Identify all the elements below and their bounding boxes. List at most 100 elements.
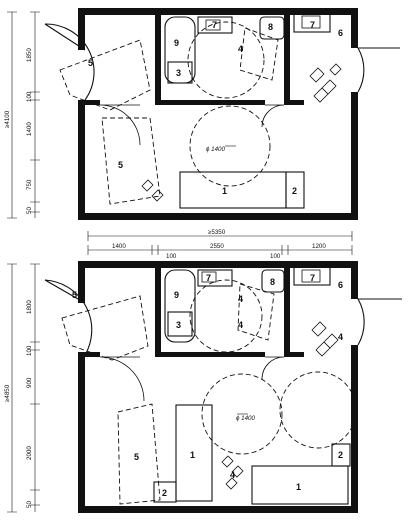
bottom-plan-turning-circle [201, 373, 283, 455]
top-plan: 9 3 7 8 4 7 6 5 5 1 2 ϕ 1400 1850 100 14… [4, 8, 400, 220]
bottom-plan-partition-a [155, 261, 161, 357]
bottom-plan-bench-mid [175, 404, 213, 502]
bottom-plan-partition-e [284, 352, 304, 357]
bottom-dim-1800: 1800 [26, 300, 33, 314]
bottom-label-bathtub: 9 [174, 290, 179, 300]
top-plan-west-wall-upper [78, 8, 85, 50]
top-plan-bath-circle [187, 21, 265, 99]
bottom-dim-top-2550: 2550 [210, 243, 224, 250]
top-label-circle: ϕ 1400 [206, 146, 225, 153]
bottom-dim-top-1400: 1400 [112, 243, 126, 250]
top-label-basin: 8 [268, 22, 273, 32]
bottom-plan-west-wall-upper [78, 261, 85, 303]
top-plan-partition-a [155, 8, 161, 100]
bottom-plan-wheelchair-mid [117, 403, 161, 505]
bottom-label-seat-c: 4 [230, 470, 235, 480]
bottom-plan-bath-circle [189, 279, 263, 353]
top-plan-west-wall-lower [78, 100, 85, 220]
top-label-door: 6 [338, 28, 343, 38]
top-plan-east-wall-lower [351, 92, 358, 220]
top-label-wheelchair-mid: 5 [118, 160, 123, 170]
bottom-label-right-seat: 4 [338, 332, 343, 342]
top-plan-wheelchair-left [59, 39, 151, 111]
bottom-plan-chair-small [221, 455, 244, 490]
bottom-plan-partition-b [78, 352, 100, 357]
top-dim-ticks [7, 11, 40, 219]
top-plan-east-wall-upper [351, 8, 358, 48]
bottom-dim-top-100b: 100 [270, 253, 281, 260]
bottom-label-bench-right-small: 2 [338, 450, 343, 460]
bottom-dim-100: 100 [26, 345, 33, 356]
bottom-label-basin: 8 [270, 277, 275, 287]
bottom-label-wheelchair-left: 5 [72, 290, 77, 300]
top-dim-750: 750 [26, 179, 33, 190]
top-plan-right-basin-inner [301, 15, 321, 29]
top-plan-cistern [197, 16, 233, 34]
top-plan-east-door-swing [357, 47, 400, 93]
top-dim-1850: 1850 [26, 48, 33, 62]
bottom-plan-seat-outline [237, 283, 275, 341]
bottom-plan: ≥5350 1400 100 2550 100 1200 [4, 229, 402, 513]
top-plan-turning-circle [189, 105, 271, 187]
bottom-plan-basin [261, 269, 285, 293]
top-dim-50: 50 [26, 207, 33, 214]
top-label-washing-machine: 3 [176, 68, 181, 78]
bottom-dim-top-100a: 100 [166, 253, 177, 260]
bottom-plan-partition-d [284, 261, 290, 357]
top-label-wheelchair-left: 5 [88, 58, 93, 68]
top-plan-bath-door-swing [261, 104, 285, 128]
bottom-plan-west-wall-lower [78, 355, 85, 513]
bottom-dim-900: 900 [26, 377, 33, 388]
top-plan-bench [179, 171, 287, 209]
bottom-dim-top-1200: 1200 [312, 243, 326, 250]
bottom-label-seat-a: 4 [238, 294, 243, 304]
bottom-label-wheelchair-mid: 5 [134, 452, 139, 462]
top-dim-overall: ≥4100 [4, 110, 11, 128]
bottom-label-bench-right: 1 [296, 482, 301, 492]
top-plan-washing-machine [167, 61, 193, 84]
top-plan-bench-side [285, 171, 305, 209]
top-label-bench-side: 2 [292, 186, 297, 196]
bottom-plan-partition-c [155, 352, 265, 357]
top-plan-wheelchair-mid [101, 117, 161, 205]
top-plan-partition-d [284, 8, 290, 105]
bottom-plan-turning-circle-right [279, 371, 357, 449]
top-plan-basin [259, 16, 285, 40]
top-plan-inner-door-swing [99, 104, 141, 146]
bottom-plan-east-wall-upper [351, 261, 358, 299]
bottom-plan-cistern-inner [201, 271, 217, 283]
bottom-plan-east-door-swing [357, 298, 402, 346]
bottom-label-bench-mid-small: 2 [162, 488, 167, 498]
top-dim-100: 100 [26, 91, 33, 102]
bottom-label-seat-b: 4 [238, 320, 243, 330]
bottom-label-bench-mid: 1 [190, 450, 195, 460]
top-plan-north-wall [78, 8, 358, 15]
top-plan-right-basin [293, 13, 331, 33]
top-label-bathtub: 9 [174, 38, 179, 48]
bottom-plan-bench-right [251, 465, 349, 505]
top-label-right-basin: 7 [310, 20, 315, 30]
top-plan-partition-c [155, 100, 265, 105]
bottom-dim-50: 50 [26, 501, 33, 508]
bottom-plan-bathtub [164, 269, 196, 343]
top-plan-seat-outline [239, 27, 279, 81]
bottom-label-right-basin: 7 [310, 273, 315, 283]
bottom-plan-east-wall-lower [351, 345, 358, 513]
bottom-plan-bath-door-swing [261, 356, 285, 380]
top-dim-1400: 1400 [26, 122, 33, 136]
bottom-label-door: 6 [338, 280, 343, 290]
bottom-plan-north-wall [78, 261, 358, 268]
top-plan-entry-door-swing [44, 23, 95, 101]
bottom-dim-overall-top: ≥5350 [208, 229, 226, 236]
top-plan-south-wall [78, 213, 358, 220]
bottom-dim-top-ticks [87, 231, 353, 255]
bottom-plan-right-basin-inner [301, 269, 321, 283]
bottom-plan-inner-door-swing [99, 356, 145, 402]
bottom-dim-overall: ≥4850 [4, 384, 11, 402]
bottom-plan-chair-cluster [311, 321, 339, 357]
bottom-plan-bench-mid-small [153, 481, 177, 503]
top-plan-cistern-inner [205, 19, 221, 31]
bottom-plan-wheelchair-left [61, 295, 149, 361]
